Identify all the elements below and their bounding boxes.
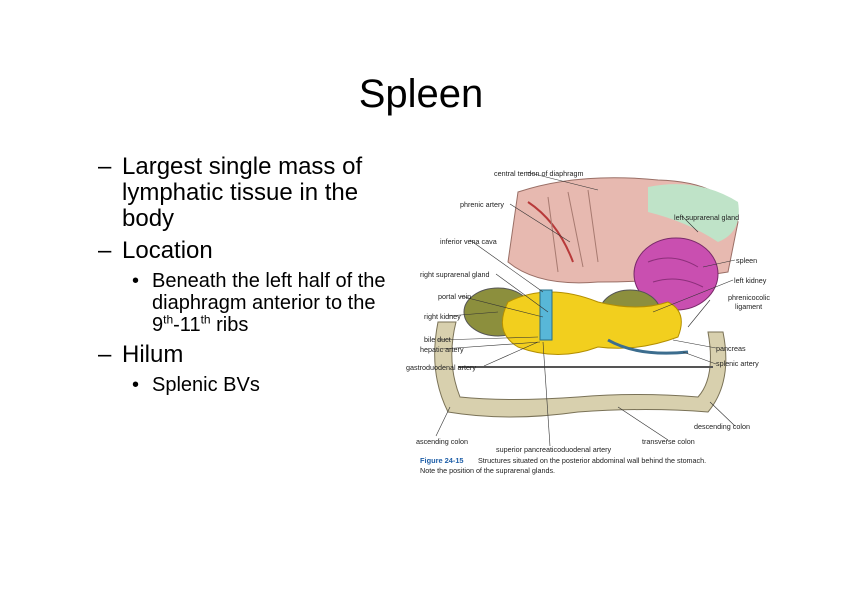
label-bile-duct: bile duct: [424, 335, 451, 344]
bullet-location: – Location: [98, 237, 213, 264]
sub-bullet-splenic-bvs: • Splenic BVs: [132, 374, 260, 396]
slide-title: Spleen: [358, 72, 484, 116]
phrenic-vessel: [527, 201, 574, 263]
leader-lines: [435, 171, 736, 447]
label-ascending-colon: ascending colon: [416, 437, 468, 446]
portal-vein-shape: [539, 289, 553, 341]
label-transverse-colon: transverse colon: [642, 437, 695, 446]
label-left-kidney: left kidney: [734, 276, 767, 285]
label-right-suprarenal: right suprarenal gland: [420, 270, 490, 279]
spleen-texture: [647, 257, 704, 288]
bullet-hilum: – Hilum: [98, 341, 184, 368]
bullet-list: – Largest single mass of lymphatic tissu…: [98, 154, 398, 402]
figure-caption-line1: Structures situated on the posterior abd…: [478, 456, 706, 465]
label-ivc: inferior vena cava: [440, 237, 497, 246]
bullet-largest-mass: – Largest single mass of lymphatic tissu…: [98, 153, 363, 232]
anatomy-figure: central tendon of diaphragm phrenic arte…: [398, 162, 780, 482]
splenic-artery-line: [607, 338, 689, 355]
figure-number: Figure 24-15: [420, 456, 464, 465]
label-left-suprarenal: left suprarenal gland: [674, 213, 739, 222]
label-descending-colon: descending colon: [694, 422, 750, 431]
label-splenic-artery: splenic artery: [716, 359, 759, 368]
label-right-kidney: right kidney: [424, 312, 461, 321]
sub-bullet-location-detail: • Beneath the left half of the diaphragm…: [132, 270, 386, 336]
label-phrenic-artery: phrenic artery: [460, 200, 504, 209]
label-pancreas: pancreas: [716, 344, 746, 353]
diaphragm-fibers: [547, 189, 599, 273]
label-portal-vein: portal vein: [438, 292, 471, 301]
label-gastroduodenal: gastroduodenal artery: [406, 363, 476, 372]
label-hepatic-artery: hepatic artery: [420, 345, 464, 354]
label-superior-pancreaticoduodenal: superior pancreaticoduodenal artery: [496, 445, 611, 454]
label-phrenicocolic: phrenicocolic: [728, 293, 770, 302]
figure-caption-line2: Note the position of the suprarenal glan…: [420, 466, 555, 475]
label-spleen: spleen: [736, 256, 757, 265]
suprarenal-region: [648, 184, 739, 242]
anatomy-illustration: central tendon of diaphragm phrenic arte…: [406, 169, 770, 475]
colon-shape: [434, 321, 727, 418]
label-phrenicocolic-ligament: ligament: [735, 302, 762, 311]
label-central-tendon: central tendon of diaphragm: [494, 169, 584, 178]
